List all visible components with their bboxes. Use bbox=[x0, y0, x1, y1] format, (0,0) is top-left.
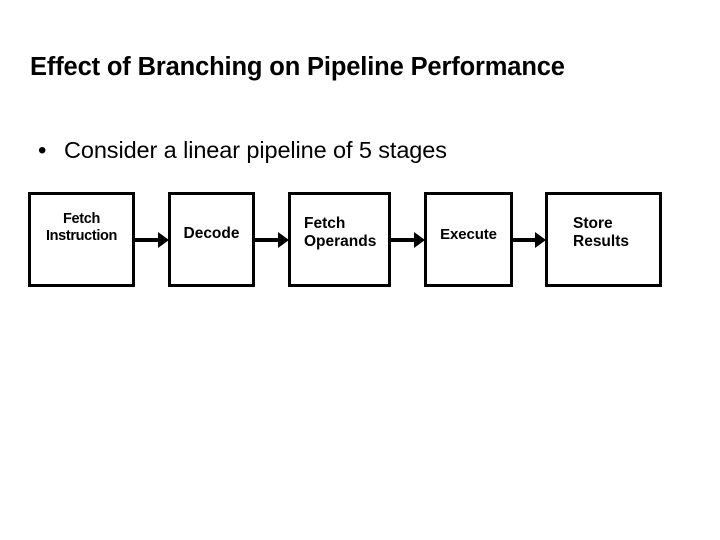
pipeline-stage-label: Fetch Instruction bbox=[45, 211, 118, 244]
arrow-shaft bbox=[254, 238, 280, 242]
pipeline-stage-fetch-operands[interactable]: Fetch Operands bbox=[288, 192, 391, 287]
arrow-head bbox=[414, 232, 425, 248]
bullet-point-icon: • bbox=[38, 137, 47, 164]
pipeline-arrow-right-icon bbox=[254, 232, 289, 248]
pipeline-stage-label: Fetch Operands bbox=[304, 215, 377, 250]
arrow-head bbox=[535, 232, 546, 248]
pipeline-arrow-right-icon bbox=[512, 232, 546, 248]
pipeline-arrow-right-icon bbox=[134, 232, 169, 248]
pipeline-stage-label: Decode bbox=[183, 225, 240, 242]
arrow-shaft bbox=[512, 238, 537, 242]
pipeline-stage-label: Store Results bbox=[573, 215, 629, 250]
pipeline-stage-fetch-instruction[interactable]: Fetch Instruction bbox=[28, 192, 135, 287]
pipeline-stage-store-results[interactable]: Store Results bbox=[545, 192, 662, 287]
arrow-shaft bbox=[134, 238, 160, 242]
arrow-head bbox=[278, 232, 289, 248]
pipeline-arrow-right-icon bbox=[390, 232, 425, 248]
pipeline-stage-label: Execute bbox=[440, 226, 497, 243]
arrow-head bbox=[158, 232, 169, 248]
page-title: Effect of Branching on Pipeline Performa… bbox=[30, 53, 565, 81]
arrow-shaft bbox=[390, 238, 416, 242]
bullet-item-label: Consider a linear pipeline of 5 stages bbox=[64, 137, 447, 163]
bullet-list-item: • Consider a linear pipeline of 5 stages bbox=[38, 134, 658, 167]
pipeline-stage-decode[interactable]: Decode bbox=[168, 192, 255, 287]
pipeline-stage-execute[interactable]: Execute bbox=[424, 192, 513, 287]
